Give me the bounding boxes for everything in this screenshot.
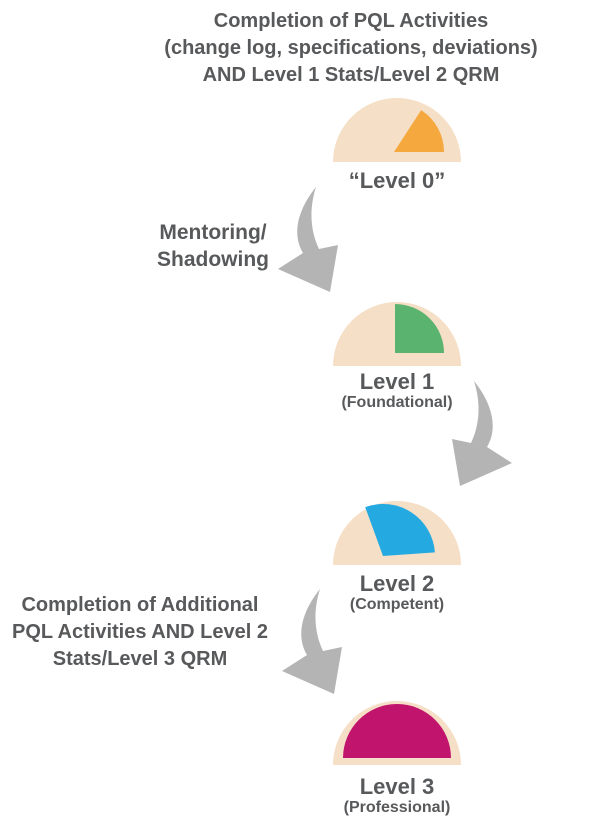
level-1-label: Level 1 [359, 369, 435, 394]
arrow-level1-to-level2-icon [452, 381, 512, 486]
level-1-gauge [331, 301, 463, 367]
mentoring-annotation: Mentoring/ Shadowing [113, 219, 313, 273]
top-caption: Completion of PQL Activities (change log… [101, 8, 600, 89]
additional-requirements-line: Completion of Additional [21, 594, 259, 616]
level-3-label: Level 3 [359, 774, 435, 799]
level-3-sublabel: (Professional) [343, 799, 451, 816]
level-2-gauge [331, 500, 463, 566]
level-2-label: Level 2 [359, 571, 435, 596]
level-1-sublabel: (Foundational) [341, 394, 453, 411]
level-2-gauge-icon [333, 501, 461, 565]
arrow-level2-to-level3-icon [282, 589, 342, 694]
level-0-label: “Level 0” [348, 168, 446, 193]
top-caption-line: Completion of PQL Activities [213, 10, 489, 32]
mentoring-annotation-line: Mentoring/ [159, 221, 267, 244]
top-caption-line: (change log, specifications, deviations) [164, 37, 538, 59]
top-caption-line: AND Level 1 Stats/Level 2 QRM [202, 64, 500, 86]
level-3-gauge-icon [333, 701, 461, 765]
arrow-level0-to-level1-icon [278, 187, 338, 292]
level-1-gauge-icon [333, 302, 461, 366]
additional-requirements-line: Stats/Level 3 QRM [52, 648, 228, 670]
additional-requirements-line: PQL Activities AND Level 2 [11, 621, 268, 643]
level-0-gauge [331, 97, 463, 163]
level-2-sublabel: (Competent) [349, 596, 445, 613]
additional-requirements-annotation: Completion of Additional PQL Activities … [8, 592, 272, 673]
level-0-gauge-icon [333, 98, 461, 162]
level-3-gauge [331, 700, 463, 766]
mentoring-annotation-line: Shadowing [157, 248, 269, 271]
